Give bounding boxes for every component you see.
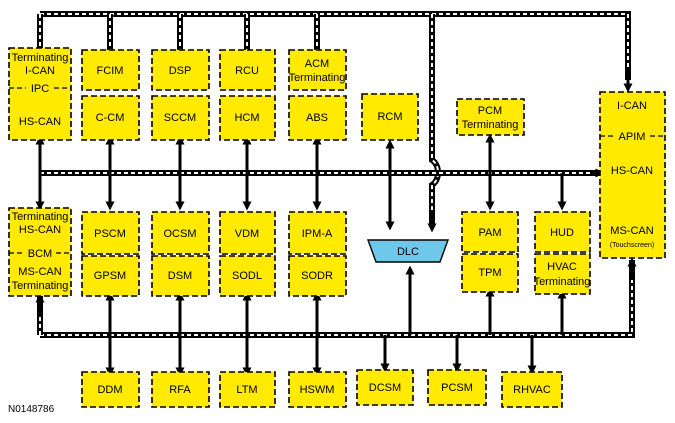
apim-label-touchscreen: (Touchscreen) [610,242,654,249]
gpsm-label: GPSM [94,270,126,282]
sodl-label: SODL [232,270,262,282]
module-vdm: VDM [219,211,276,255]
dlc-label: DLC [397,246,419,258]
module-rfa: RFA [151,371,210,408]
hswm-label: HSWM [300,384,335,396]
module-bcm: Terminating HS-CAN BCM MS-CAN Terminatin… [8,207,72,297]
ccm-label: C-CM [96,112,125,124]
ddm-label: DDM [97,384,122,396]
module-tpm: TPM [461,253,519,293]
ipc-label-terminating: Terminating [12,52,69,64]
module-sodl: SODL [219,255,276,297]
ocsm-label: OCSM [164,228,197,240]
module-rcm: RCM [361,93,419,141]
apim-label: APIM [619,131,646,143]
ipc-label-ican: I-CAN [25,65,55,77]
module-hcm: HCM [219,95,276,141]
hud-label: HUD [550,227,574,239]
hvac-label: HVAC [547,261,577,273]
dcsm-label: DCSM [369,382,401,394]
module-sccm: SCCM [151,95,210,141]
module-hvac: HVAC Terminating [534,253,591,295]
ipc-label: IPC [31,83,49,95]
module-ltm: LTM [219,371,276,408]
bcm-label-mscan: MS-CAN [18,266,61,278]
ltm-label: LTM [236,384,257,396]
module-pcm: PCM Terminating [456,98,525,136]
module-abs: ABS [288,95,347,141]
module-dcsm: DCSM [356,369,414,406]
module-ddm: DDM [81,371,140,408]
rcm-label: RCM [377,111,402,123]
pcm-label-terminating: Terminating [462,119,519,131]
module-fcim: FCIM [81,49,140,91]
apim-label-mscan: MS-CAN [610,225,653,237]
bcm-label: BCM [28,248,52,260]
apim-label-ican: I-CAN [617,100,647,112]
module-dsm: DSM [151,255,210,297]
rhvac-label: RHVAC [513,384,551,396]
module-ccm: C-CM [81,95,140,141]
rcu-label: RCU [235,65,259,77]
pcsm-label: PCSM [441,382,473,394]
pcm-label: PCM [478,105,502,117]
bcm-label-terminating-bottom: Terminating [12,280,69,292]
apim-label-hscan: HS-CAN [611,165,653,177]
module-hud: HUD [534,211,591,253]
pscm-label: PSCM [94,228,126,240]
module-hswm: HSWM [288,371,347,408]
module-acm: ACM Terminating [288,49,347,91]
pam-label: PAM [478,227,501,239]
hvac-label-terminating: Terminating [534,276,591,288]
sccm-label: SCCM [164,112,196,124]
module-pam: PAM [461,211,519,253]
module-rhvac: RHVAC [501,371,563,408]
dsm-label: DSM [168,270,192,282]
tpm-label: TPM [478,267,501,279]
dlc-connector: DLC [367,239,449,263]
module-ocsm: OCSM [151,211,210,255]
figure-code: N0148786 [8,404,55,415]
dsp-label: DSP [169,65,192,77]
module-ipc: Terminating I-CAN IPC HS-CAN [8,47,72,141]
rfa-label: RFA [169,384,191,396]
connection-arrows [35,70,637,377]
abs-label: ABS [306,112,328,124]
ipma-label: IPM-A [302,228,333,240]
module-dsp: DSP [151,49,210,91]
sodr-label: SODR [301,270,333,282]
module-ipma: IPM-A [288,211,347,255]
acm-label-terminating: Terminating [289,72,346,84]
module-rcu: RCU [219,49,276,91]
module-gpsm: GPSM [81,255,140,297]
module-pscm: PSCM [81,211,140,255]
fcim-label: FCIM [97,65,124,77]
acm-label: ACM [305,58,329,70]
ipc-label-hscan: HS-CAN [19,116,61,128]
bcm-label-hscan: HS-CAN [19,224,61,236]
bcm-label-terminating-top: Terminating [12,211,69,223]
module-apim: I-CAN APIM HS-CAN MS-CAN (Touchscreen) [599,91,666,259]
vdm-label: VDM [235,228,259,240]
module-pcsm: PCSM [427,369,487,406]
module-sodr: SODR [288,255,347,297]
hcm-label: HCM [234,112,259,124]
